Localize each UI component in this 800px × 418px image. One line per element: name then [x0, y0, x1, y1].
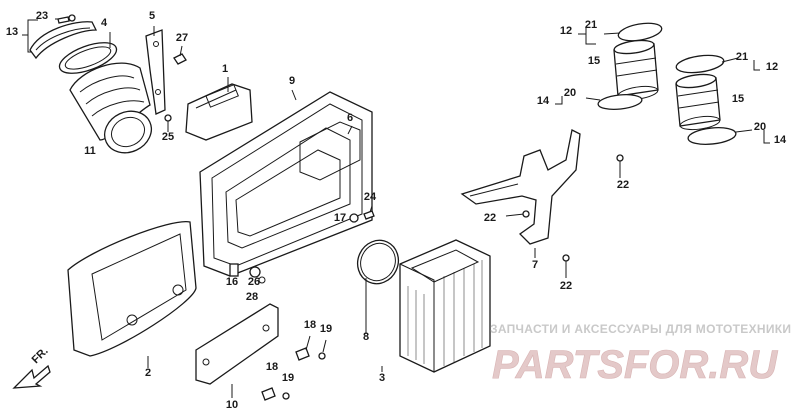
part-6-gasket — [299, 121, 361, 181]
part-11-intake-boot — [69, 62, 152, 154]
callout-c14b: 14 — [774, 134, 787, 146]
part-13-band — [29, 21, 98, 60]
callout-c7: 7 — [532, 259, 538, 271]
callout-c19b: 19 — [282, 372, 294, 384]
callout-c22a: 22 — [617, 179, 629, 191]
callout-c4: 4 — [101, 17, 108, 29]
callout-c10: 10 — [226, 399, 238, 411]
part-22-screw-a — [616, 154, 624, 178]
part-27-screw — [173, 45, 187, 65]
part-23-bolt — [55, 14, 76, 24]
callout-c20a: 20 — [564, 87, 576, 99]
callout-c19a: 19 — [320, 323, 332, 335]
part-18-19-screws-lower — [261, 387, 290, 401]
callout-c22b: 22 — [484, 212, 496, 224]
callout-c20b: 20 — [754, 121, 766, 133]
part-10-plate — [195, 303, 279, 398]
part-9-case — [199, 89, 373, 277]
part-4-ring — [58, 42, 118, 74]
part-25-screw — [164, 114, 172, 132]
part-22-screw-b — [505, 210, 530, 218]
part-15-sleeve-lower — [675, 73, 721, 131]
callout-c18a: 18 — [304, 319, 316, 331]
callout-c25: 25 — [162, 131, 174, 143]
callout-c1: 1 — [222, 63, 228, 75]
callout-c15b: 15 — [732, 93, 744, 105]
callout-c27: 27 — [176, 32, 188, 44]
part-15-sleeve-upper — [613, 39, 659, 101]
part-12-clamp-upper — [603, 22, 663, 42]
callout-c5: 5 — [149, 10, 155, 22]
callout-c12a: 12 — [560, 25, 572, 37]
callout-c21b: 21 — [736, 51, 748, 63]
part-24-screw — [363, 205, 375, 220]
callout-c22c: 22 — [560, 280, 572, 292]
callout-c11: 11 — [84, 145, 96, 157]
callout-c14a: 14 — [537, 95, 550, 107]
part-14-clamp-upper — [585, 94, 643, 110]
callout-c2: 2 — [145, 367, 151, 379]
callout-c15a: 15 — [588, 55, 600, 67]
callout-c21a: 21 — [585, 19, 597, 31]
callout-c13: 13 — [6, 26, 18, 38]
direction-label: FR. — [30, 345, 51, 366]
part-8-oring — [356, 239, 400, 334]
leader-lines — [22, 19, 770, 144]
callout-c18b: 18 — [266, 361, 278, 373]
part-1-holder — [185, 77, 253, 141]
callout-c16: 16 — [226, 276, 238, 288]
front-direction-arrow: FR. — [12, 345, 51, 389]
callout-c12b: 12 — [766, 61, 778, 73]
callout-c23: 23 — [36, 10, 48, 22]
part-14-clamp-lower — [687, 127, 753, 145]
part-17-washer — [349, 213, 359, 223]
part-12-clamp-lower — [675, 54, 739, 74]
callout-c24: 24 — [364, 191, 377, 203]
part-2-cover — [67, 221, 197, 368]
callout-c3: 3 — [379, 372, 385, 384]
callout-c28: 28 — [246, 291, 258, 303]
part-16-26-28-fasteners — [229, 263, 266, 284]
watermark-caption: ЗАПЧАСТИ И АКСЕССУАРЫ ДЛЯ МОТОТЕХНИКИ — [490, 322, 792, 336]
callout-c26: 26 — [248, 276, 260, 288]
callout-c17: 17 — [334, 212, 346, 224]
part-18-19-screws-upper — [295, 335, 327, 361]
part-7-frame — [460, 129, 581, 258]
part-5-bracket — [145, 29, 166, 115]
part-3-filter-element — [381, 239, 491, 373]
watermark-logo: PARTSFOR.RU — [492, 343, 779, 388]
callout-c6: 6 — [347, 112, 353, 124]
watermark-logo-text: PARTSFOR.RU — [492, 343, 778, 387]
part-22-screw-c — [562, 254, 570, 278]
callout-c9: 9 — [289, 75, 295, 87]
callout-c8: 8 — [363, 331, 369, 343]
